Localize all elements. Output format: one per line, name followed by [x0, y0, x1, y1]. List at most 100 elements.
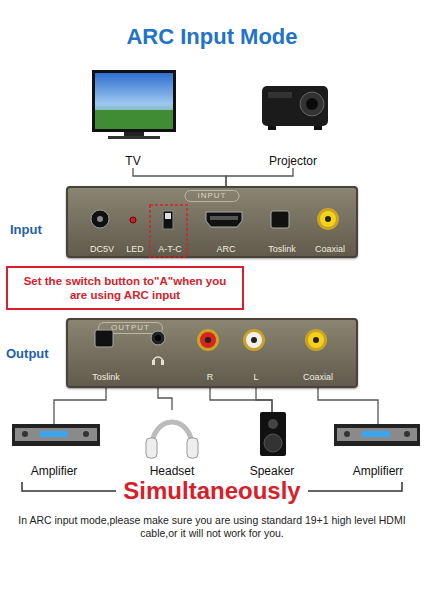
speaker-tweeter [268, 419, 278, 429]
headphone-symbol [161, 360, 164, 365]
section-label: Output [6, 346, 66, 361]
amplifier-knob [404, 431, 410, 437]
hdmi-port-pins [210, 216, 238, 220]
cable-line [210, 384, 272, 412]
led-indicator: LED [124, 204, 146, 256]
node-label: Projector [269, 154, 317, 168]
projector-body [262, 86, 328, 126]
headphone-symbol [152, 360, 155, 365]
section-label: Input [10, 222, 70, 237]
coaxial-port: Coaxial [308, 204, 352, 256]
bracket-line [22, 482, 116, 491]
projector-foot [268, 126, 276, 130]
tv-base [108, 136, 160, 139]
diagram-title: ARC Input Mode [0, 24, 424, 50]
rca-jack-ring [200, 332, 216, 348]
headset-band [152, 422, 192, 446]
callout-box: Set the switch button to"A"when you are … [6, 266, 244, 310]
cable-line [54, 384, 106, 424]
projector-foot [314, 126, 322, 130]
rca-right-port: R [192, 328, 228, 384]
cable-line [158, 388, 172, 410]
node-label: Headset [150, 464, 195, 478]
headphone-symbol [153, 357, 163, 362]
node-label: Toslink [268, 244, 296, 254]
tv-frame [92, 70, 176, 132]
tv-screen-grass [95, 110, 173, 129]
node-label: Coaxial [315, 244, 345, 254]
headphone-jack-hole [155, 335, 161, 341]
rca-jack-pin [325, 216, 331, 222]
amplifier-body [334, 424, 420, 446]
node-label: ARC [216, 244, 235, 254]
hdmi-port [206, 212, 242, 227]
cable-line [256, 384, 272, 412]
bracket-line [308, 482, 402, 491]
arc-port: ARC [202, 204, 250, 256]
node-label: LED [126, 244, 144, 254]
node-label: A-T-C [158, 244, 182, 254]
cable-line [318, 384, 378, 424]
node-label: Toslink [92, 372, 120, 382]
amplifier-knob [22, 431, 28, 437]
panel-tab-label: OUTPUT [98, 322, 163, 334]
caption-note: In ARC input mode,please make sure you a… [14, 514, 410, 540]
rca-left-port: L [238, 328, 274, 384]
tv-stand [124, 132, 144, 136]
headset-device: Headset [132, 410, 212, 478]
rca-jack-pin [251, 337, 257, 343]
rca-jack [305, 329, 327, 351]
headphone-jack [151, 331, 165, 345]
emphasis-label: Simultaneously [0, 477, 424, 505]
toslink-port: Toslink [260, 204, 304, 256]
node-label: Coaxial [303, 372, 333, 382]
node-label: L [253, 372, 258, 382]
projector-lens [300, 92, 324, 116]
node-label: Amplifier [31, 464, 78, 478]
dc-jack [91, 210, 109, 228]
led-light [130, 217, 136, 223]
rca-jack [197, 329, 219, 351]
dc-jack-pin [97, 216, 103, 222]
node-label: DC5V [90, 244, 114, 254]
rca-jack [243, 329, 265, 351]
output-panel: OUTPUT Toslink R L Coaxial [66, 318, 358, 388]
optical-port [95, 330, 113, 347]
mode-switch [163, 211, 173, 229]
amplifier-knob [344, 431, 350, 437]
toslink-port: Toslink [84, 328, 128, 384]
switch-port: A-T-C [152, 204, 188, 256]
tv-device: TV [88, 70, 178, 168]
speaker-box [260, 412, 286, 456]
rca-jack-pin [313, 337, 319, 343]
dc-port: DC5V [84, 204, 120, 256]
node-label: Speaker [250, 464, 295, 478]
amplifier-body [12, 424, 100, 446]
node-label: R [207, 372, 214, 382]
tv-screen [95, 73, 173, 129]
projector-device: Projector [248, 70, 338, 168]
projector-lens-glass [306, 98, 318, 110]
highlight-box [150, 205, 187, 257]
rca-jack-pin [205, 337, 211, 343]
amplifier-device: Amplifier [8, 424, 100, 478]
amplifier-front [337, 428, 417, 441]
node-label: Set the switch button to"A"when you are … [14, 274, 236, 302]
rca-jack-ring [320, 211, 336, 227]
amplifier-knob [83, 431, 89, 437]
rca-jack-ring [246, 332, 262, 348]
projector-vent [268, 92, 292, 98]
rca-jack-ring [308, 332, 324, 348]
input-panel: INPUT DC5V LED A-T-C ARC Toslink Coaxial [66, 186, 358, 258]
node-label: TV [125, 154, 140, 168]
headset-cup [146, 438, 157, 458]
amplifier-front [15, 428, 97, 441]
coaxial-port: Coaxial [290, 328, 346, 384]
mode-switch-slider [165, 213, 171, 219]
amplifier-display [40, 431, 68, 437]
panel-tab-label: INPUT [185, 190, 240, 202]
speaker-device: Speaker [240, 412, 304, 478]
rca-jack [317, 208, 339, 230]
